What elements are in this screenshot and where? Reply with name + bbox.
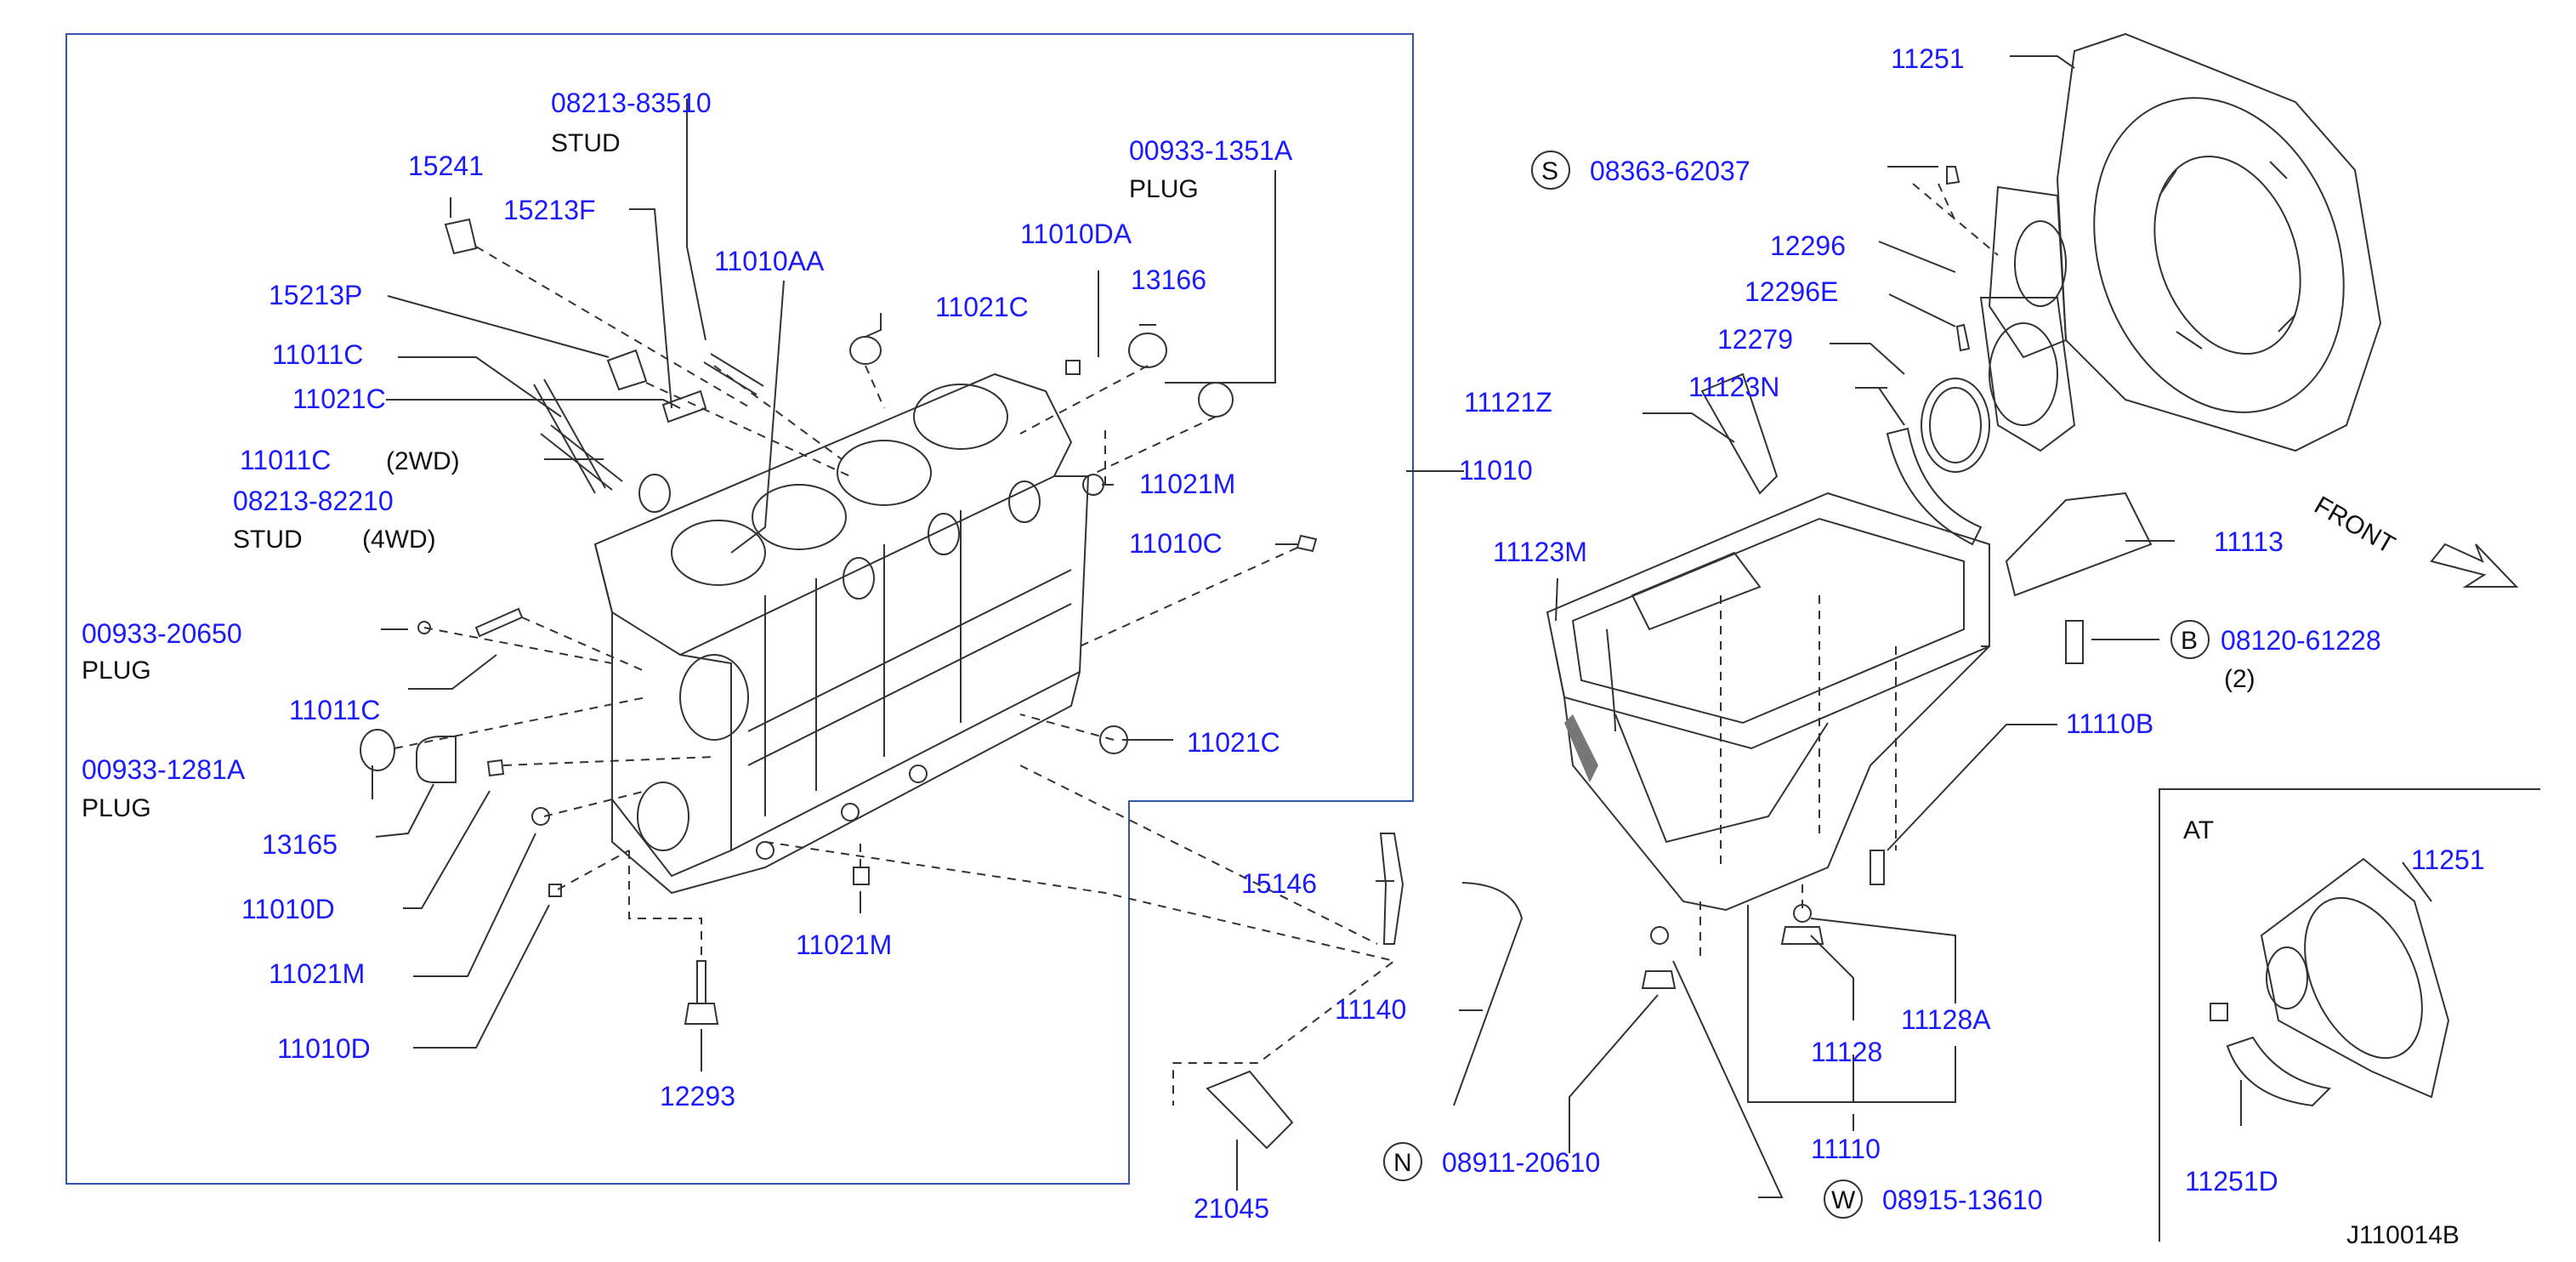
cylinder-block-group-border bbox=[65, 33, 1414, 1185]
label-11123M[interactable]: 11123M bbox=[1493, 537, 1587, 567]
label-11021M-c[interactable]: 11021M bbox=[796, 929, 892, 960]
label-00933-1351A[interactable]: 00933-1351A bbox=[1129, 135, 1293, 166]
label-stud-1: STUD bbox=[551, 129, 621, 157]
label-11123N[interactable]: 11123N bbox=[1688, 372, 1779, 402]
oil-pan-small-parts bbox=[1641, 372, 2153, 989]
inset-title-at: AT bbox=[2183, 816, 2214, 844]
label-plug-3: PLUG bbox=[82, 794, 151, 822]
label-00933-1281A[interactable]: 00933-1281A bbox=[82, 754, 246, 785]
label-plug-2: PLUG bbox=[82, 657, 151, 685]
diagram-code: J110014B bbox=[2346, 1221, 2460, 1249]
label-2wd: (2WD) bbox=[386, 447, 460, 475]
label-12296E[interactable]: 12296E bbox=[1745, 276, 1838, 307]
label-11110B[interactable]: 11110B bbox=[2066, 708, 2153, 739]
label-11251-a[interactable]: 11251 bbox=[1891, 43, 1965, 74]
label-12296[interactable]: 12296 bbox=[1770, 230, 1846, 261]
label-11011C-a[interactable]: 11011C bbox=[272, 339, 363, 370]
block-small-parts bbox=[360, 218, 1318, 1025]
part-labels: 08213-83510 STUD 15241 15213F 11010AA 00… bbox=[82, 43, 2485, 1224]
label-11010DA[interactable]: 11010DA bbox=[1020, 219, 1132, 249]
label-13165[interactable]: 13165 bbox=[262, 829, 338, 860]
svg-text:S: S bbox=[1541, 157, 1558, 185]
label-08911-20610[interactable]: 08911-20610 bbox=[1442, 1147, 1600, 1178]
fastener-symbol-s: S bbox=[1531, 151, 1570, 190]
rear-plate-leader-lines bbox=[1830, 55, 2075, 389]
label-11010AA[interactable]: 11010AA bbox=[714, 246, 825, 276]
rear-plate-dashed-lines bbox=[1912, 183, 1999, 256]
label-11110[interactable]: 11110 bbox=[1811, 1134, 1881, 1164]
label-00933-20650[interactable]: 00933-20650 bbox=[82, 618, 242, 649]
label-plug-1: PLUG bbox=[1129, 175, 1199, 203]
label-11010C[interactable]: 11010C bbox=[1129, 528, 1223, 559]
label-12293[interactable]: 12293 bbox=[660, 1081, 735, 1111]
front-label: FRONT bbox=[2310, 491, 2400, 559]
label-11011C-b[interactable]: 11011C bbox=[240, 445, 331, 475]
label-stud-2: STUD bbox=[233, 526, 303, 554]
svg-text:W: W bbox=[1831, 1186, 1856, 1214]
label-11021C-c[interactable]: 11021C bbox=[1187, 727, 1280, 758]
label-08213-82210[interactable]: 08213-82210 bbox=[233, 486, 394, 516]
label-11140[interactable]: 11140 bbox=[1335, 994, 1406, 1025]
label-11113[interactable]: 11113 bbox=[2214, 526, 2284, 557]
svg-text:N: N bbox=[1393, 1149, 1412, 1177]
label-21045[interactable]: 21045 bbox=[1194, 1193, 1269, 1224]
oil-pan-illustration bbox=[1546, 492, 1990, 912]
label-11121Z[interactable]: 11121Z bbox=[1464, 387, 1552, 418]
label-11021C-a[interactable]: 11021C bbox=[935, 292, 1029, 322]
block-leader-lines bbox=[372, 99, 1464, 1072]
label-11011C-c[interactable]: 11011C bbox=[289, 695, 380, 725]
fastener-symbol-b: B bbox=[2170, 620, 2210, 659]
label-13166[interactable]: 13166 bbox=[1131, 264, 1206, 295]
label-15213F[interactable]: 15213F bbox=[503, 195, 596, 225]
label-12279[interactable]: 12279 bbox=[1717, 324, 1793, 355]
label-11021M-b[interactable]: 11021M bbox=[269, 958, 365, 989]
label-11128A[interactable]: 11128A bbox=[1901, 1004, 1991, 1035]
label-4wd: (4WD) bbox=[362, 526, 436, 554]
label-11010D-a[interactable]: 11010D bbox=[241, 894, 335, 924]
label-11021C-b[interactable]: 11021C bbox=[292, 384, 386, 414]
label-qty-2: (2) bbox=[2224, 665, 2255, 693]
label-15146[interactable]: 15146 bbox=[1241, 868, 1317, 899]
label-11251-b[interactable]: 11251 bbox=[2411, 844, 2485, 875]
label-08915-13610[interactable]: 08915-13610 bbox=[1882, 1185, 2043, 1215]
front-direction-arrow bbox=[2430, 543, 2519, 588]
svg-text:B: B bbox=[2181, 627, 2198, 655]
at-inset-border bbox=[2159, 788, 2540, 1242]
oil-pan-leader-lines bbox=[1555, 387, 2175, 1198]
label-15241[interactable]: 15241 bbox=[408, 151, 484, 181]
block-dashed-lines bbox=[394, 246, 1397, 1106]
label-11010D-b[interactable]: 11010D bbox=[277, 1033, 371, 1064]
label-15213P[interactable]: 15213P bbox=[269, 280, 362, 310]
label-11021M-a[interactable]: 11021M bbox=[1139, 469, 1235, 499]
label-08213-83510[interactable]: 08213-83510 bbox=[551, 88, 712, 118]
at-drive-plate-illustration bbox=[2210, 857, 2450, 1126]
cylinder-block-illustration bbox=[593, 372, 1090, 895]
label-11251D[interactable]: 11251D bbox=[2185, 1166, 2278, 1197]
label-08363-62037[interactable]: 08363-62037 bbox=[1590, 156, 1750, 186]
fastener-symbol-w: W bbox=[1824, 1180, 1863, 1219]
oil-dipstick-assembly bbox=[1206, 833, 1523, 1191]
label-08120-61228[interactable]: 08120-61228 bbox=[2221, 625, 2381, 656]
fastener-symbol-n: N bbox=[1383, 1142, 1422, 1181]
rear-plate-illustration bbox=[1886, 32, 2382, 546]
label-11128[interactable]: 11128 bbox=[1811, 1037, 1882, 1067]
label-11010[interactable]: 11010 bbox=[1459, 455, 1533, 486]
